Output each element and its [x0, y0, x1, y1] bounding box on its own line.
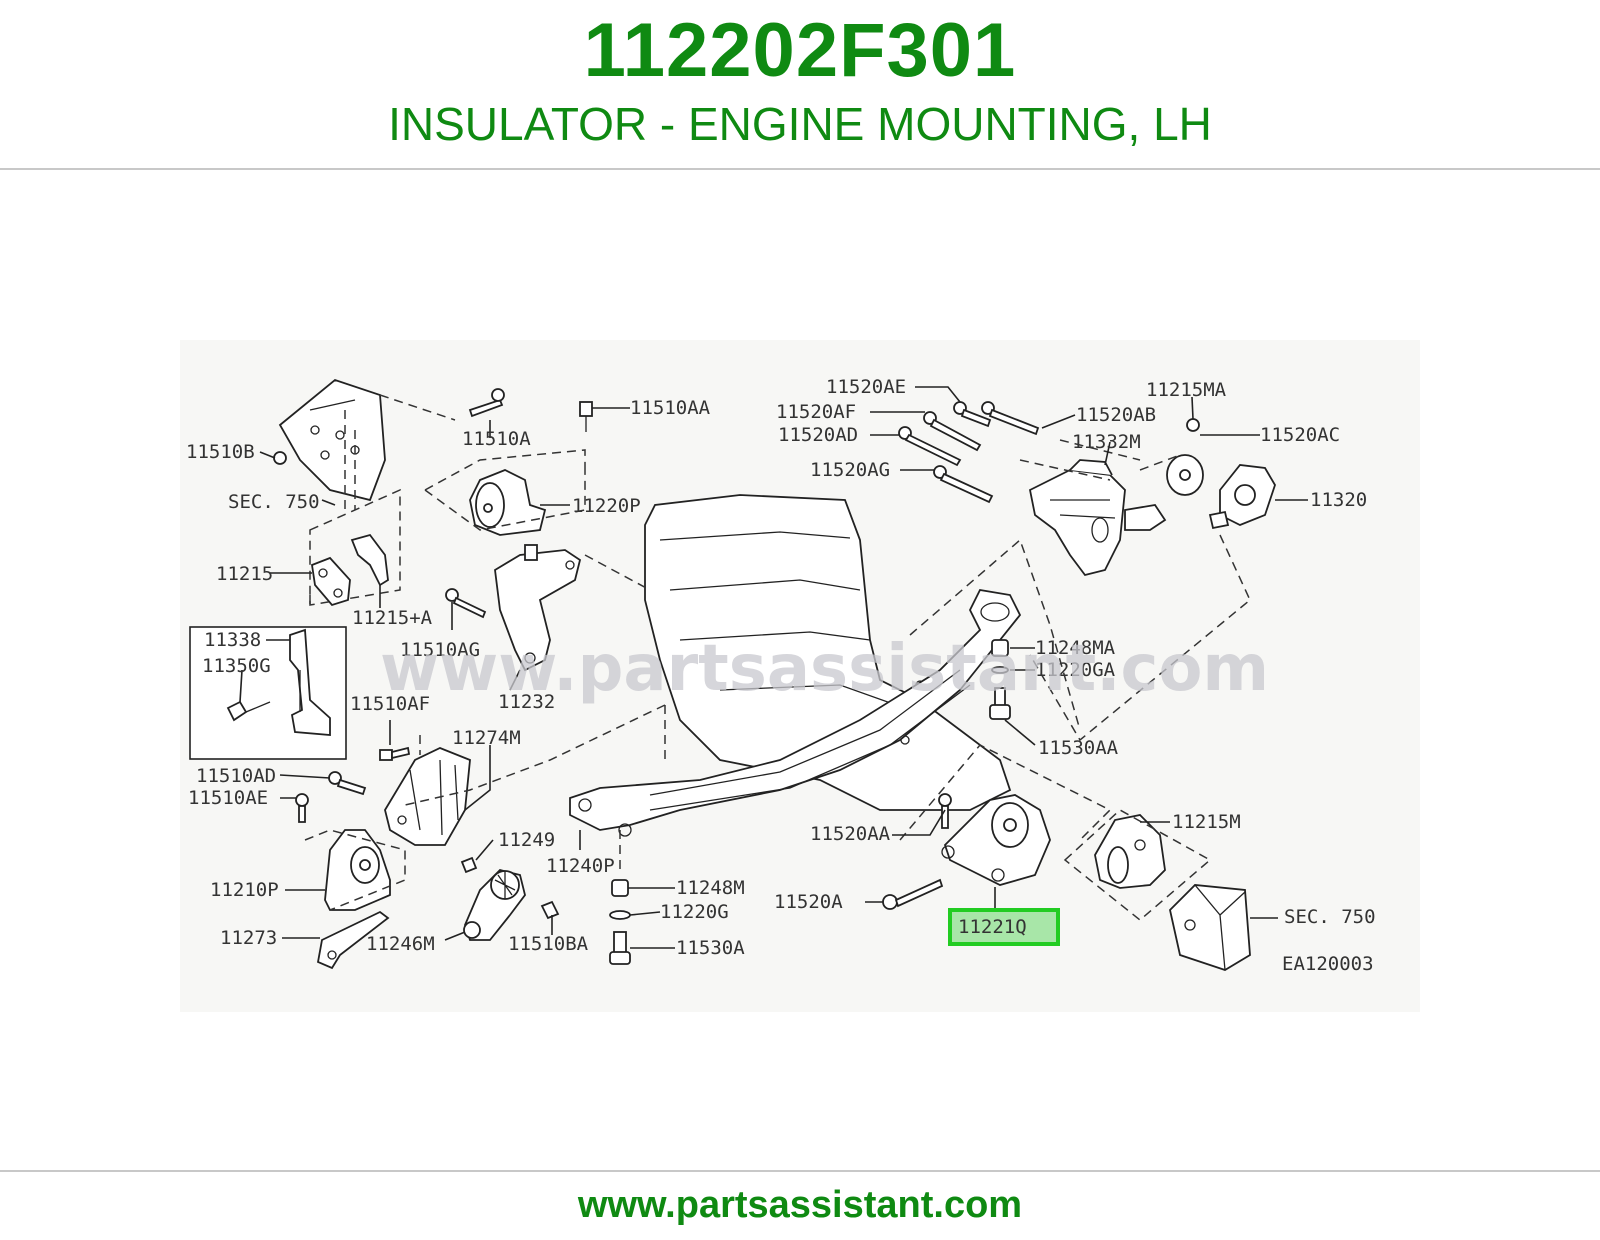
rod-11246M	[463, 869, 526, 941]
bracket-11232	[494, 544, 582, 672]
label-11273: 11273	[220, 927, 277, 949]
label-11338: 11338	[204, 629, 261, 651]
highlighted-part-11221Q[interactable]: 11221Q	[948, 908, 1060, 946]
label-11220G: 11220G	[660, 901, 729, 923]
label-11510AA: 11510AA	[630, 397, 711, 419]
header-divider	[0, 168, 1600, 170]
bracket-11332M	[1028, 459, 1167, 577]
label-11510BA: 11510BA	[508, 933, 589, 955]
label-11220P: 11220P	[572, 495, 641, 517]
leader-lines	[239, 386, 1308, 949]
insulator-11221Q	[941, 794, 1051, 886]
inset-box-11338-11350G	[189, 626, 347, 760]
watermark: www.partsassistant.com	[380, 632, 1269, 706]
label-11350G: 11350G	[202, 655, 271, 677]
label-11520AF: 11520AF	[776, 401, 856, 423]
label-11215-plus-a: 11215+A	[352, 607, 433, 629]
bolts-11510AD-11510AE	[295, 771, 367, 823]
center-member-11240P	[569, 589, 1022, 837]
label-11215MA: 11215MA	[1146, 379, 1227, 401]
bolt-11510A	[468, 388, 505, 418]
label-11332M: 11332M	[1072, 431, 1141, 453]
label-11520AC: 11520AC	[1260, 424, 1340, 446]
label-11520AE: 11520AE	[826, 376, 906, 398]
bolt-11510BA	[540, 900, 560, 920]
plates-11215	[311, 533, 389, 607]
bracket-sec-750-right	[1169, 884, 1251, 971]
bolt-11510AG	[445, 588, 487, 619]
label-11221Q: 11221Q	[958, 916, 1027, 938]
label-11320: 11320	[1310, 489, 1367, 511]
insulator-11215M	[1094, 814, 1166, 889]
stay-11273	[316, 910, 390, 970]
label-11510A: 11510A	[462, 428, 531, 450]
bracket-sec-750-left	[273, 378, 386, 502]
insulator-11320	[1208, 464, 1276, 530]
label-11510B: 11510B	[186, 441, 255, 463]
label-11510AD: 11510AD	[196, 765, 276, 787]
label-11232: 11232	[498, 691, 555, 713]
exploded-parts-diagram: 11510B SEC. 750 11510A 11510AA 11220P 11…	[180, 340, 1420, 1012]
label-11220GA: 11220GA	[1035, 659, 1116, 681]
nut-11249	[460, 856, 478, 874]
label-11530A: 11530A	[676, 937, 745, 959]
label-11274M: 11274M	[452, 727, 521, 749]
label-11520A: 11520A	[774, 891, 843, 913]
label-11510AG: 11510AG	[400, 639, 480, 661]
bolt-11520A	[882, 878, 944, 910]
label-11248MA: 11248MA	[1035, 637, 1116, 659]
diagram-drawing: 11510B SEC. 750 11510A 11510AA 11220P 11…	[180, 340, 1420, 1012]
highlight-box	[948, 908, 1060, 946]
bolts-11520-group	[898, 401, 1040, 504]
label-11520AA: 11520AA	[810, 823, 891, 845]
label-11215: 11215	[216, 563, 273, 585]
label-11520AG: 11520AG	[810, 459, 890, 481]
bolt-11510AF	[379, 746, 411, 761]
label-sec-750-right: SEC. 750	[1284, 906, 1376, 928]
label-11520AD: 11520AD	[778, 424, 858, 446]
label-11530AA: 11530AA	[1038, 737, 1119, 759]
bolt-11510AA	[579, 401, 593, 432]
label-sec-750-left: SEC. 750	[228, 491, 320, 513]
page-header: 112202F301 INSULATOR - ENGINE MOUNTING, …	[0, 0, 1600, 168]
label-11249: 11249	[498, 829, 555, 851]
part-number-title: 112202F301	[583, 8, 1017, 93]
footer-divider	[0, 1170, 1600, 1172]
label-11248M: 11248M	[676, 877, 745, 899]
mount-11220P	[469, 469, 547, 536]
label-11510AF: 11510AF	[350, 693, 430, 715]
part-description: INSULATOR - ENGINE MOUNTING, LH	[388, 98, 1212, 150]
label-11215M: 11215M	[1172, 811, 1241, 833]
fastener-stack-11248MA-11220GA-11530AA	[989, 639, 1011, 720]
label-11210P: 11210P	[210, 879, 279, 901]
mount-11210P	[324, 829, 391, 911]
diagram-code: EA120003	[1282, 953, 1374, 975]
label-11246M: 11246M	[366, 933, 435, 955]
footer-url[interactable]: www.partsassistant.com	[577, 1184, 1023, 1226]
label-11240P: 11240P	[546, 855, 615, 877]
label-11520AB: 11520AB	[1076, 404, 1156, 426]
callout-labels: 11510B SEC. 750 11510A 11510AA 11220P 11…	[186, 376, 1376, 975]
label-11510AE: 11510AE	[188, 787, 268, 809]
